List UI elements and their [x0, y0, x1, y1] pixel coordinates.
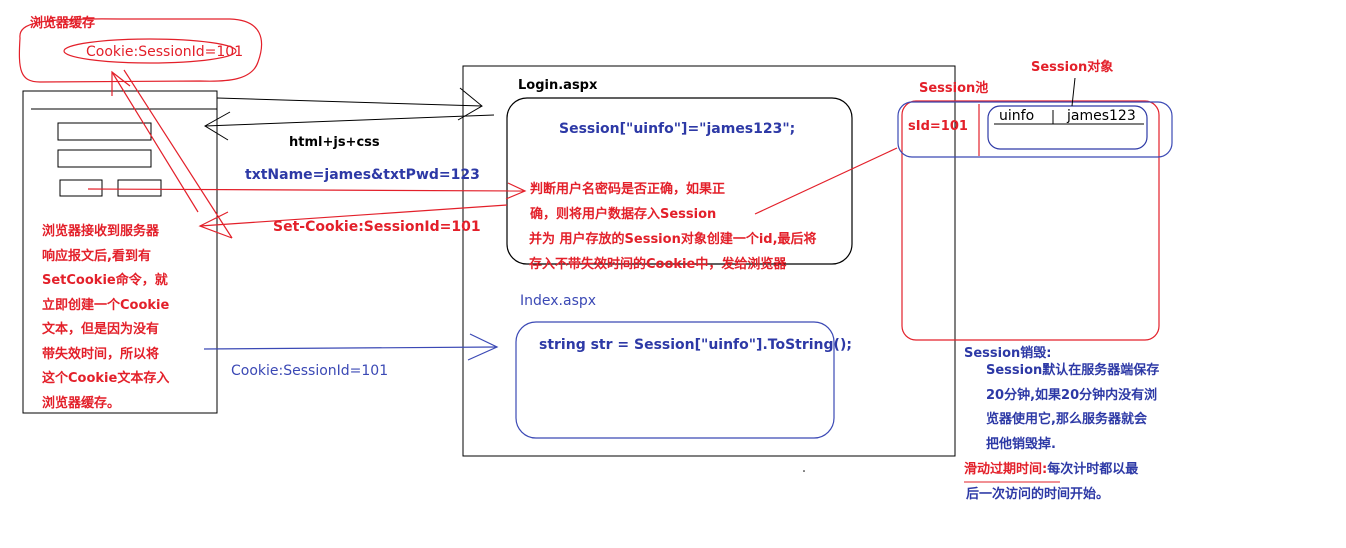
- sliding-expiration-line: 滑动过期时间:每次计时都以最: [964, 462, 1138, 478]
- username-textbox: [57, 122, 152, 141]
- send-cookie-arrow-head: [467, 333, 499, 361]
- session-destroy-line: Session默认在服务器端保存: [986, 363, 1160, 378]
- session-object-pointer: [1071, 77, 1076, 107]
- session-destroy-title: Session销毁:: [964, 346, 1052, 361]
- response-arrow-line: [204, 114, 495, 127]
- browser-note-line: 这个Cookie文本存入: [42, 371, 170, 386]
- cookie-ellipse: [63, 38, 237, 64]
- browser-note-line: SetCookie命令，就: [42, 273, 168, 288]
- login-button-left: [59, 179, 103, 197]
- request-params-label: txtName=james&txtPwd=123: [245, 167, 480, 183]
- session-key-text: uinfo: [999, 108, 1035, 124]
- browser-note-line: 浏览器接收到服务器: [42, 224, 160, 239]
- sliding-expiration-title: 滑动过期时间:: [964, 462, 1048, 477]
- session-object-label: Session对象: [1031, 60, 1114, 75]
- session-pool-box: [901, 100, 1160, 341]
- server-box: [462, 65, 956, 457]
- cached-cookie-text: Cookie:SessionId=101: [86, 44, 244, 60]
- session-create-line: 并为 用户存放的Session对象创建一个id,最后将: [529, 232, 817, 247]
- session-destroy-line: 20分钟,如果20分钟内没有浏: [986, 387, 1158, 403]
- session-create-text: 并为 用户存放的Session对象创建一个id,最后将 存入不带失效时间的Coo…: [529, 228, 817, 277]
- browser-note-line: 浏览器缓存。: [42, 395, 121, 411]
- session-object-box: [987, 105, 1148, 150]
- login-check-text: 判断用户名密码是否正确，如果正 确，则将用户数据存入Session: [530, 178, 725, 227]
- store-cookie-arrow-line: [111, 71, 199, 213]
- session-destroy-line: 把他销毁掉.: [986, 436, 1056, 452]
- submit-arrow-line: [87, 188, 526, 192]
- send-cookie-label: Cookie:SessionId=101: [231, 363, 389, 379]
- session-pool-title: Session池: [919, 81, 989, 96]
- session-destroy-line: 览器使用它,那么服务器就会: [986, 412, 1147, 427]
- session-create-line: 存入不带失效时间的Cookie中，发给浏览器: [529, 256, 787, 272]
- login-check-line: 判断用户名密码是否正确，如果正: [530, 182, 726, 197]
- cookie-cache-line: [123, 69, 233, 239]
- session-link-line: [754, 147, 898, 215]
- index-code-box: [515, 321, 835, 439]
- browser-note-line: 立即创建一个Cookie: [42, 297, 170, 313]
- login-page-title: Login.aspx: [518, 78, 598, 93]
- set-cookie-arrow-line: [199, 204, 508, 227]
- request-arrow-line: [216, 97, 483, 107]
- session-destroy-text: Session默认在服务器端保存 20分钟,如果20分钟内没有浏 览器使用它,那…: [986, 359, 1159, 457]
- browser-cache-title: 浏览器缓存: [30, 16, 96, 31]
- sliding-expiration-line2: 后一次访问的时间开始。: [966, 487, 1110, 502]
- browser-note-line: 响应报文后,看到有: [42, 248, 151, 264]
- response-arrow-head: [204, 111, 231, 141]
- login-code-box: [506, 97, 853, 265]
- password-textbox: [57, 149, 152, 168]
- session-pool-header: [897, 101, 1173, 158]
- browser-cache-outline: [18, 18, 263, 83]
- login-check-line: 确，则将用户数据存入Session: [530, 206, 717, 222]
- browser-note: 浏览器接收到服务器 响应报文后,看到有 SetCookie命令，就 立即创建一个…: [42, 220, 169, 416]
- set-cookie-label: Set-Cookie:SessionId=101: [273, 219, 481, 235]
- request-arrow-head: [457, 87, 483, 121]
- session-value-text: james123: [1067, 108, 1136, 124]
- browser-note-line: 文本，但是因为没有: [42, 322, 160, 337]
- browser-window: [22, 90, 218, 414]
- login-session-code: Session["uinfo"]="james123";: [559, 121, 796, 137]
- browser-note-line: 带失效时间，所以将: [42, 346, 160, 362]
- send-cookie-arrow-line: [203, 346, 498, 350]
- store-cookie-arrow-head: [111, 70, 131, 96]
- submit-arrow-head: [505, 182, 527, 200]
- session-id-text: sId=101: [908, 119, 968, 134]
- dot-mark: [803, 470, 805, 472]
- response-body-label: html+js+css: [289, 135, 380, 150]
- index-session-code: string str = Session["uinfo"].ToString()…: [539, 337, 852, 353]
- login-button-right: [117, 179, 162, 197]
- sliding-expiration-text: 每次计时都以最: [1047, 462, 1139, 477]
- index-page-title: Index.aspx: [520, 293, 597, 309]
